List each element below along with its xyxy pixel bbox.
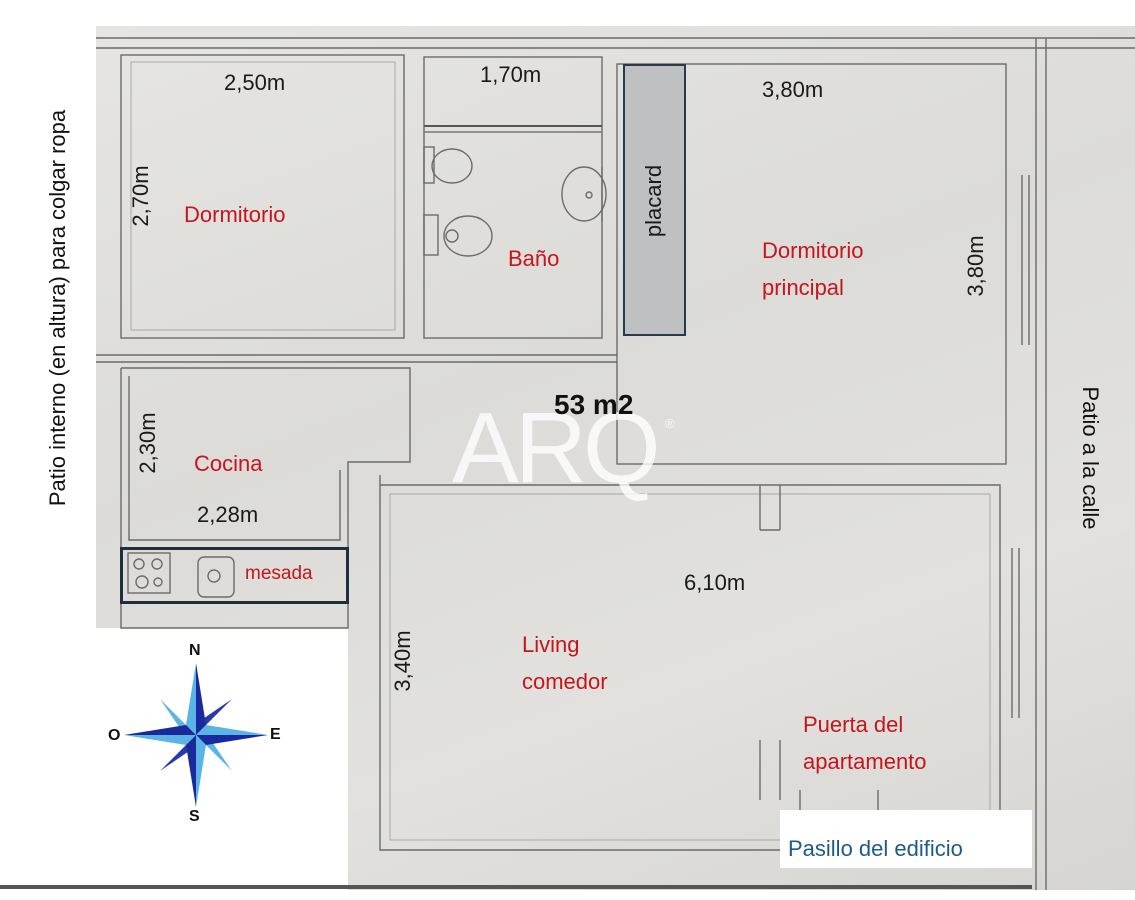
room-living-line1: Living xyxy=(522,632,580,657)
dim-principal-width: 3,80m xyxy=(762,77,824,102)
room-principal-line1: Dormitorio xyxy=(762,238,864,263)
dim-dormitorio-width: 2,50m xyxy=(224,70,286,95)
room-puerta-line1: Puerta del xyxy=(803,712,904,737)
dim-bano-width: 1,70m xyxy=(480,62,542,87)
compass-east: E xyxy=(270,726,281,743)
pasillo-background xyxy=(780,810,1032,868)
bottom-divider xyxy=(0,885,1032,889)
room-dormitorio: Dormitorio xyxy=(184,202,286,227)
wall-principal xyxy=(616,63,1007,465)
room-living-line2: comedor xyxy=(522,669,608,694)
dim-cocina-width: 2,28m xyxy=(197,502,259,527)
registered-mark: ® xyxy=(665,416,675,431)
arq-watermark: ARQ xyxy=(452,392,661,504)
room-mesada: mesada xyxy=(245,563,313,584)
compass-north: N xyxy=(189,642,201,659)
room-cocina: Cocina xyxy=(194,451,263,476)
compass-south: S xyxy=(189,808,200,825)
room-principal-line2: principal xyxy=(762,275,844,300)
placard-closet xyxy=(623,64,686,336)
mesada-counter xyxy=(120,547,349,604)
dim-living-width: 6,10m xyxy=(684,570,746,595)
total-area: 53 m2 xyxy=(554,389,634,420)
wall-dormitorio xyxy=(120,54,405,339)
room-puerta-line2: apartamento xyxy=(803,749,927,774)
room-bano: Baño xyxy=(508,246,560,271)
pasillo-label: Pasillo del edificio xyxy=(788,836,963,861)
compass-west: O xyxy=(108,727,121,744)
